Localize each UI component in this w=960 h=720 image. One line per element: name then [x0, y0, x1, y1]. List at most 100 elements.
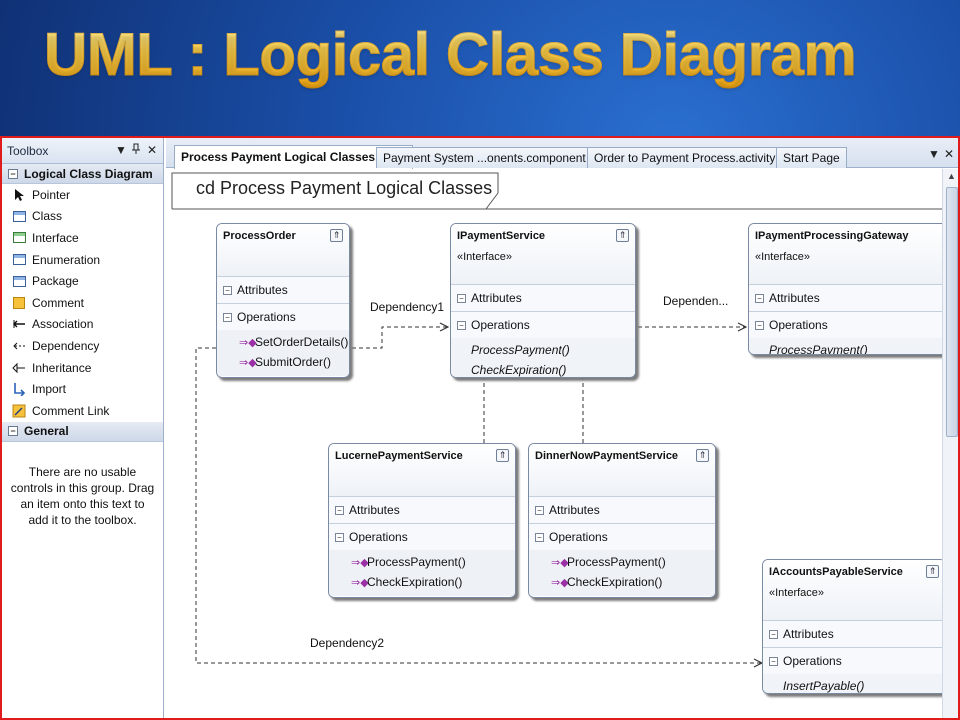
close-icon[interactable]: ✕ [146, 143, 158, 157]
attributes-section[interactable]: − Attributes [749, 284, 942, 311]
tool-dependency[interactable]: Dependency [2, 335, 163, 357]
slide-title: UML : Logical Class Diagram [43, 21, 857, 89]
diagram-canvas[interactable]: cd Process Payment Logical Classes Depen… [166, 169, 942, 718]
tab-order-to-payment-activity[interactable]: Order to Payment Process.activity▢ [587, 147, 793, 168]
dependency2-label[interactable]: Dependency2 [310, 636, 385, 650]
vertical-scrollbar[interactable]: ▲ [942, 169, 958, 718]
section-label: Attributes [471, 291, 522, 305]
section-toggle-icon[interactable]: − [755, 293, 764, 303]
scrollbar-thumb[interactable] [946, 187, 958, 437]
tool-interface[interactable]: Interface [2, 227, 163, 249]
attributes-section[interactable]: − Attributes [217, 276, 349, 303]
interface-iaccounts-payable-service[interactable]: IAccountsPayableService «Interface» ⇑ − … [762, 559, 942, 694]
operation-item[interactable]: ProcessPayment() [769, 343, 868, 355]
collapse-icon[interactable]: ⇑ [330, 229, 343, 242]
class-process-order[interactable]: ProcessOrder ⇑ − Attributes − Operations… [216, 223, 350, 378]
interface-ipayment-processing-gateway[interactable]: IPaymentProcessingGateway «Interface» − … [748, 223, 942, 355]
section-label: Attributes [549, 503, 600, 517]
diagram-editor: Process Payment Logical Classes.lcd▢ Pay… [166, 138, 958, 718]
tool-import[interactable]: Import [2, 378, 163, 400]
class-lucerne-payment-service[interactable]: LucernePaymentService ⇑ − Attributes − O… [328, 443, 516, 598]
tool-label: Association [32, 317, 94, 332]
class-header: IPaymentProcessingGateway «Interface» [749, 224, 942, 284]
section-toggle-icon[interactable]: − [457, 293, 466, 303]
ide-screenshot: Toolbox ▼ ✕ − Logical Class Diagram Poin… [0, 136, 960, 720]
operations-section[interactable]: − Operations [451, 311, 635, 338]
section-label: Operations [769, 318, 828, 332]
tool-class[interactable]: Class [2, 206, 163, 228]
section-toggle-icon[interactable]: − [769, 656, 778, 666]
section-toggle-icon[interactable]: − [755, 320, 764, 330]
attributes-section[interactable]: − Attributes [763, 620, 942, 647]
operation-label: SubmitOrder() [255, 355, 332, 369]
operations-section[interactable]: − Operations [329, 523, 515, 550]
tab-dropdown-icon[interactable]: ▼ [928, 147, 940, 161]
class-dinnernow-payment-service[interactable]: DinnerNowPaymentService ⇑ − Attributes −… [528, 443, 716, 598]
collapse-icon[interactable]: ⇑ [696, 449, 709, 462]
operation-item[interactable]: CheckExpiration() [471, 363, 567, 377]
tool-inheritance[interactable]: Inheritance [2, 357, 163, 379]
interface-ipayment-service[interactable]: IPaymentService «Interface» ⇑ − Attribut… [450, 223, 636, 378]
operations-section[interactable]: − Operations [749, 311, 942, 338]
operations-list: ⇒◆SetOrderDetails() ⇒◆SubmitOrder() [217, 330, 349, 376]
pin-icon[interactable] [129, 143, 143, 158]
section-label: Attributes [349, 503, 400, 517]
dependency2-connector [195, 347, 762, 663]
tool-comment[interactable]: Comment [2, 292, 163, 314]
operation-item[interactable]: ⇒◆SubmitOrder() [217, 352, 349, 372]
tab-start-page[interactable]: Start Page [776, 147, 847, 168]
operation-label: ProcessPayment() [567, 555, 666, 569]
section-toggle-icon[interactable]: − [535, 505, 544, 515]
operation-item[interactable]: ⇒◆CheckExpiration() [329, 572, 515, 592]
operation-item[interactable]: ProcessPayment() [471, 343, 570, 357]
section-toggle-icon[interactable]: − [535, 532, 544, 542]
comment-icon [12, 296, 26, 310]
collapse-icon[interactable]: ⇑ [616, 229, 629, 242]
group-label: General [24, 424, 69, 439]
toolbox-group-logical-class-diagram[interactable]: − Logical Class Diagram [2, 164, 163, 184]
collapse-icon[interactable]: ⇑ [496, 449, 509, 462]
section-toggle-icon[interactable]: − [457, 320, 466, 330]
attributes-section[interactable]: − Attributes [529, 496, 715, 523]
collapse-toggle-icon[interactable]: − [8, 168, 18, 179]
tool-pointer[interactable]: Pointer [2, 184, 163, 206]
section-toggle-icon[interactable]: − [223, 285, 232, 295]
tool-label: Comment [32, 295, 85, 310]
pointer-icon [12, 188, 26, 202]
operation-item[interactable]: ⇒◆ProcessPayment() [329, 552, 515, 572]
attributes-section[interactable]: − Attributes [451, 284, 635, 311]
tool-enumeration[interactable]: Enumeration [2, 249, 163, 271]
tool-package[interactable]: Package [2, 270, 163, 292]
section-toggle-icon[interactable]: − [335, 505, 344, 515]
tab-close-icon[interactable]: ✕ [944, 147, 955, 161]
dropdown-icon[interactable]: ▼ [115, 143, 127, 157]
collapse-toggle-icon[interactable]: − [8, 426, 18, 437]
toolbox-group-general[interactable]: − General [2, 421, 163, 442]
tool-association[interactable]: Association [2, 314, 163, 336]
operation-item[interactable]: InsertPayable() [783, 679, 865, 693]
tab-payment-system-component[interactable]: Payment System ...onents.component▢ [376, 147, 604, 168]
method-icon: ⇒◆ [351, 556, 369, 569]
section-toggle-icon[interactable]: − [223, 312, 232, 322]
dependency1-label[interactable]: Dependency1 [370, 300, 445, 314]
section-label: Attributes [769, 291, 820, 305]
tool-comment-link[interactable]: Comment Link [2, 400, 163, 422]
dependency-icon [12, 339, 26, 353]
operations-section[interactable]: − Operations [529, 523, 715, 550]
operation-item[interactable]: ⇒◆CheckExpiration() [529, 572, 715, 592]
section-toggle-icon[interactable]: − [335, 532, 344, 542]
collapse-icon[interactable]: ⇑ [926, 565, 939, 578]
section-toggle-icon[interactable]: − [769, 629, 778, 639]
empty-group-message[interactable]: There are no usable controls in this gro… [10, 464, 155, 527]
dependency-gateway-label[interactable]: Dependen... [663, 294, 729, 308]
operation-item[interactable]: ⇒◆SetOrderDetails() [217, 332, 349, 352]
operation-item[interactable]: ⇒◆ProcessPayment() [529, 552, 715, 572]
attributes-section[interactable]: − Attributes [329, 496, 515, 523]
class-name: IPaymentService [457, 230, 546, 242]
operations-section[interactable]: − Operations [763, 647, 942, 674]
operations-section[interactable]: − Operations [217, 303, 349, 330]
section-label: Operations [471, 318, 530, 332]
scroll-up-icon[interactable]: ▲ [947, 171, 956, 181]
toolbox-panel: Toolbox ▼ ✕ − Logical Class Diagram Poin… [2, 138, 164, 718]
tab-process-payment-logical-classes[interactable]: Process Payment Logical Classes.lcd▢ [174, 145, 414, 169]
